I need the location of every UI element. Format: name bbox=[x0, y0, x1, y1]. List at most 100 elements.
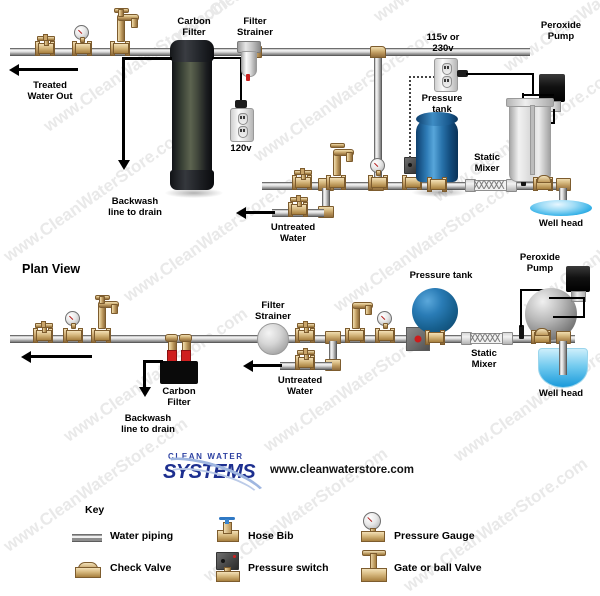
hose-bib-spout bbox=[333, 149, 354, 156]
hose-bib-handle bbox=[330, 143, 345, 148]
key-title: Key bbox=[85, 504, 105, 516]
pump-suction-line-h bbox=[522, 94, 554, 96]
plan-backwash-arrow bbox=[138, 360, 151, 397]
plan-untreated-water-arrow bbox=[243, 359, 282, 372]
backwash-arrow bbox=[117, 57, 130, 170]
gate-valve bbox=[292, 168, 312, 190]
hose-bib-base bbox=[345, 325, 365, 343]
water-piping-icon bbox=[72, 534, 102, 542]
hose-bib-base bbox=[326, 172, 346, 190]
tank-tee-valve bbox=[427, 174, 447, 192]
gate-valve bbox=[35, 34, 55, 56]
static-mixer-outlet bbox=[502, 332, 513, 345]
key-label: Check Valve bbox=[110, 562, 172, 574]
key-label: Pressure switch bbox=[248, 562, 329, 574]
logo-line2: SYSTEMS bbox=[163, 461, 256, 483]
pressure-switch-conduit-horizontal bbox=[409, 76, 435, 78]
carbon-filter-base bbox=[170, 170, 214, 190]
gate-valve bbox=[33, 321, 53, 343]
company-logo[interactable]: CLEAN WATER SYSTEMS bbox=[153, 447, 273, 517]
pressure-switch-conduit-vertical bbox=[409, 76, 411, 158]
filter-power-cord-vertical bbox=[240, 57, 242, 104]
elevation-top-pipe bbox=[10, 48, 530, 56]
gauge-valve-body bbox=[72, 38, 92, 56]
gate-valve bbox=[295, 348, 315, 370]
check-valve bbox=[531, 327, 551, 344]
label-plan-carbon-filter: Carbon Filter bbox=[162, 386, 196, 408]
label-115v-230v: 115v or 230v bbox=[426, 32, 460, 54]
website-url[interactable]: www.cleanwaterstore.com bbox=[270, 464, 415, 476]
carbon-filter-inlet-top bbox=[165, 334, 178, 342]
key-label: Hose Bib bbox=[248, 530, 294, 542]
filter-power-cord-horizontal bbox=[212, 57, 242, 59]
elevation-right-riser bbox=[374, 50, 382, 182]
label-plan-peroxide-pump: Peroxide Pump bbox=[519, 252, 561, 274]
label-backwash: Backwash line to drain bbox=[108, 196, 162, 218]
static-mixer-helix bbox=[474, 180, 505, 189]
treated-water-arrow bbox=[9, 63, 78, 76]
label-120v: 120v bbox=[230, 143, 252, 154]
tank-tee-valve bbox=[425, 327, 445, 345]
hose-bib-spout bbox=[352, 302, 373, 309]
hose-bib-spout bbox=[98, 301, 119, 308]
plan-filter-strainer bbox=[257, 323, 289, 355]
carbon-filter-tank bbox=[172, 56, 212, 188]
plan-pressure-tank bbox=[412, 288, 458, 334]
key-label: Water piping bbox=[110, 530, 174, 542]
electrical-outlet-115v-230v bbox=[434, 58, 458, 92]
label-plan-backwash: Backwash line to drain bbox=[121, 413, 175, 435]
gauge-stem bbox=[376, 170, 381, 176]
pressure-tank-shadow bbox=[412, 188, 468, 197]
static-mixer-helix bbox=[470, 333, 501, 342]
backwash-line-horizontal bbox=[122, 57, 172, 60]
hose-bib-spout bbox=[117, 14, 139, 21]
label-plan-pressure-tank: Pressure tank bbox=[409, 270, 473, 281]
hose-bib-outlet bbox=[346, 152, 353, 162]
hose-bib-outlet bbox=[131, 18, 138, 28]
hose-bib-outlet bbox=[111, 304, 118, 314]
carbon-filter-head bbox=[170, 40, 214, 62]
logo-line1: CLEAN WATER bbox=[168, 452, 244, 461]
plan-view-title: Plan View bbox=[22, 262, 81, 276]
plan-backwash-line-h bbox=[143, 360, 163, 363]
plan-solution-suction-line-v bbox=[520, 289, 522, 327]
carbon-filter-outlet-top bbox=[179, 334, 192, 342]
gauge-stem bbox=[80, 37, 85, 43]
gauge-valve-body bbox=[375, 325, 395, 343]
untreated-branch-riser bbox=[322, 188, 330, 210]
pump-discharge-line-v bbox=[553, 109, 555, 123]
plan-carbon-filter bbox=[160, 361, 198, 384]
key-label: Gate or ball Valve bbox=[394, 562, 482, 574]
label-treated-water-out: Treated Water Out bbox=[27, 80, 73, 102]
label-untreated-water: Untreated Water bbox=[270, 222, 316, 244]
plan-well-drop-pipe bbox=[559, 341, 567, 375]
hose-bib-stem bbox=[99, 296, 105, 304]
key-label: Pressure Gauge bbox=[394, 530, 475, 542]
gauge-stem bbox=[71, 323, 76, 329]
injection-quill bbox=[519, 325, 524, 339]
check-valve bbox=[533, 174, 553, 191]
pressure-switch-icon bbox=[215, 552, 241, 582]
plan-untreated-riser bbox=[329, 341, 337, 363]
label-plan-untreated-water: Untreated Water bbox=[277, 375, 323, 397]
check-valve-icon bbox=[74, 560, 101, 578]
gauge-valve-body bbox=[63, 325, 83, 343]
gate-valve bbox=[295, 321, 315, 343]
label-pressure-tank: Pressure tank bbox=[421, 93, 463, 115]
well-head bbox=[530, 200, 592, 216]
plan-pump-discharge-return bbox=[553, 316, 585, 318]
gauge-valve-body bbox=[368, 172, 388, 190]
solution-tank-suction-tube bbox=[530, 105, 535, 175]
plan-treated-water-arrow bbox=[21, 350, 92, 363]
label-static-mixer: Static Mixer bbox=[474, 152, 500, 174]
label-plan-well-head: Well head bbox=[538, 388, 584, 399]
plan-pump-discharge-v bbox=[583, 297, 585, 317]
label-carbon-filter: Carbon Filter bbox=[177, 16, 211, 38]
elbow-fitting bbox=[370, 46, 386, 58]
power-plug-icon bbox=[235, 100, 247, 108]
label-peroxide-pump: Peroxide Pump bbox=[540, 20, 582, 42]
plan-main-pipe bbox=[10, 335, 575, 343]
peroxide-pump bbox=[539, 74, 565, 102]
hose-bib-icon bbox=[215, 516, 239, 542]
